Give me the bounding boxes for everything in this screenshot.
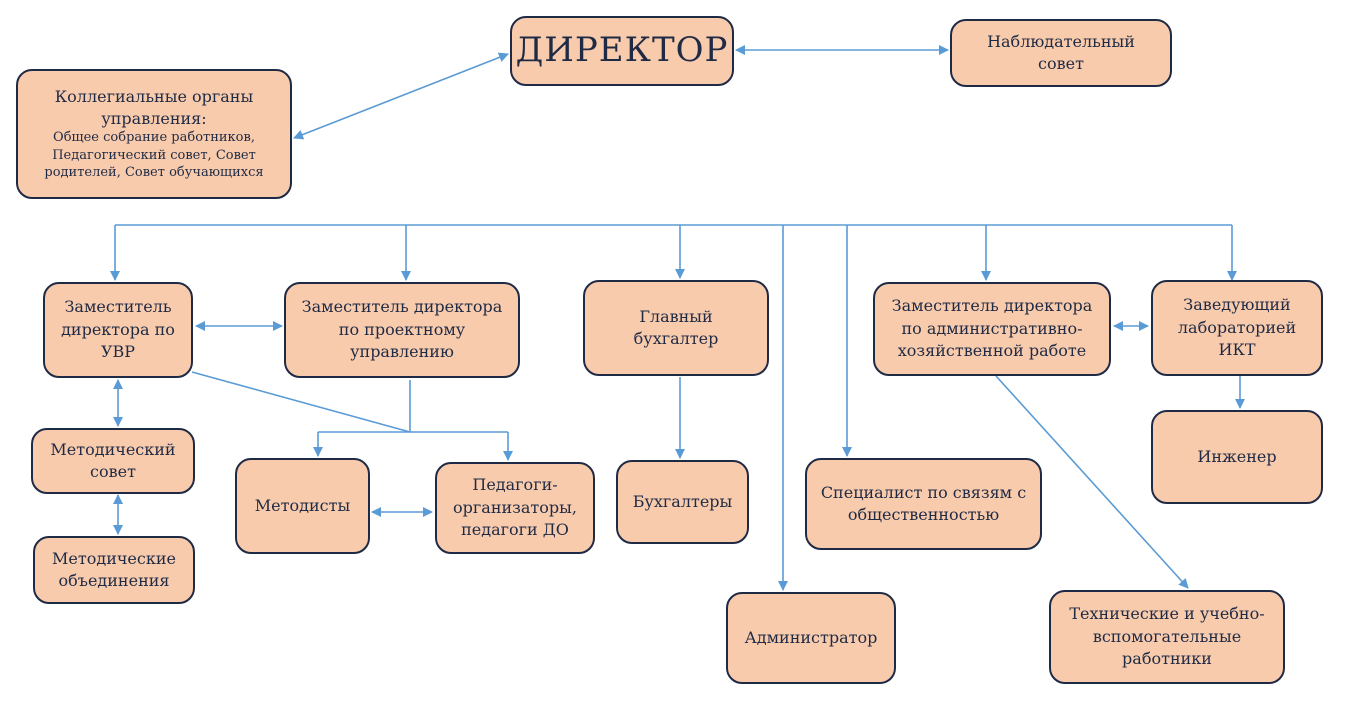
uvr-branch-diagonal bbox=[191, 371, 411, 433]
director-box: ДИРЕКТОР bbox=[510, 16, 734, 86]
deputy-uvr-label: Заместитель директора по УВР bbox=[61, 297, 175, 362]
collegial-bodies-detail: Общее собрание работников, Педагогически… bbox=[44, 130, 264, 181]
head-ict-box: Заведующий лабораторией ИКТ bbox=[1151, 280, 1323, 376]
director-label: ДИРЕКТОР bbox=[515, 30, 729, 71]
deputy-admin-label: Заместитель директора по административно… bbox=[891, 296, 1093, 361]
methodists-label: Методисты bbox=[254, 495, 351, 515]
supervisory-board-label: Наблюдательный совет bbox=[987, 31, 1135, 73]
deputy-admin-box: Заместитель директора по административно… bbox=[873, 282, 1111, 376]
deputy-project-box: Заместитель директора по проектному упра… bbox=[284, 282, 520, 378]
collegial-bodies-title: Коллегиальные органы управления: bbox=[54, 87, 254, 128]
method-assoc-label: Методические объединения bbox=[52, 548, 176, 590]
accountants-label: Бухгалтеры bbox=[632, 491, 733, 511]
teacher-organizers-label: Педагоги- организаторы, педагоги ДО bbox=[453, 475, 577, 540]
administrator-box: Администратор bbox=[726, 592, 896, 684]
collegial-bodies-box: Коллегиальные органы управления: Общее с… bbox=[16, 69, 292, 199]
head-ict-label: Заведующий лабораторией ИКТ bbox=[1177, 295, 1297, 360]
tech-staff-label: Технические и учебно- вспомогательные ра… bbox=[1069, 604, 1265, 669]
chief-accountant-label: Главный бухгалтер bbox=[633, 306, 719, 348]
supervisory-board-box: Наблюдательный совет bbox=[950, 19, 1172, 87]
engineer-box: Инженер bbox=[1151, 410, 1323, 504]
director-collegial-link bbox=[293, 52, 509, 140]
deputy-uvr-box: Заместитель директора по УВР bbox=[43, 282, 193, 378]
tech-staff-box: Технические и учебно- вспомогательные ра… bbox=[1049, 590, 1285, 684]
method-council-label: Методический совет bbox=[50, 439, 176, 481]
teacher-organizers-box: Педагоги- организаторы, педагоги ДО bbox=[435, 462, 595, 554]
administrator-label: Администратор bbox=[744, 627, 878, 647]
method-council-box: Методический совет bbox=[31, 428, 195, 494]
pr-specialist-label: Специалист по связям с общественностью bbox=[820, 482, 1027, 524]
deputy-project-label: Заместитель директора по проектному упра… bbox=[301, 297, 503, 362]
admin-tech-link bbox=[995, 375, 1189, 589]
chief-accountant-box: Главный бухгалтер bbox=[583, 280, 769, 376]
engineer-label: Инженер bbox=[1197, 446, 1277, 466]
pr-specialist-box: Специалист по связям с общественностью bbox=[805, 458, 1042, 550]
accountants-box: Бухгалтеры bbox=[616, 460, 749, 544]
method-assoc-box: Методические объединения bbox=[33, 536, 195, 604]
methodists-box: Методисты bbox=[235, 458, 370, 554]
